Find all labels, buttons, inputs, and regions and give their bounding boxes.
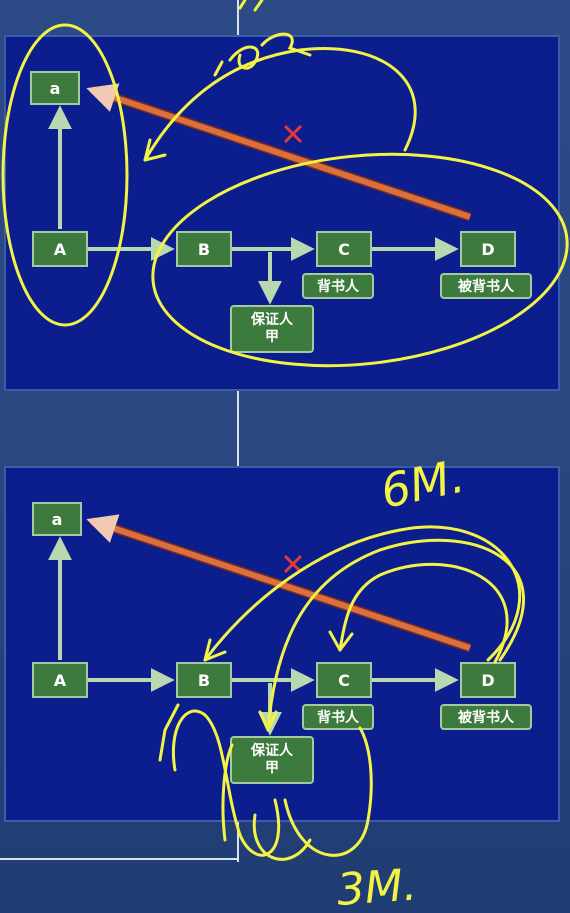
frame-line (237, 822, 239, 862)
node-a: a (30, 71, 80, 105)
node-D: D (460, 231, 516, 267)
node-B: B (176, 231, 232, 267)
endorser-label: 背书人 (302, 273, 374, 299)
node-C: C (316, 662, 372, 698)
diagram-panel-bottom: a A B C D 背书人 被背书人 保证人 甲 (4, 466, 560, 822)
three-months-note: 3M. (335, 860, 418, 913)
frame-line (237, 0, 239, 35)
guarantor-line1: 保证人 (251, 312, 293, 328)
guarantor-line2: 甲 (265, 760, 279, 776)
guarantor-line2: 甲 (265, 329, 279, 345)
diagram-panel-top: a A B C D 背书人 被背书人 保证人 甲 (4, 35, 560, 391)
node-D: D (460, 662, 516, 698)
node-B: B (176, 662, 232, 698)
frame-line (0, 858, 239, 860)
node-A: A (32, 662, 88, 698)
endorsee-label: 被背书人 (440, 704, 532, 730)
endorser-label: 背书人 (302, 704, 374, 730)
guarantor-line1: 保证人 (251, 743, 293, 759)
guarantor-label: 保证人 甲 (230, 305, 314, 353)
endorsee-label: 被背书人 (440, 273, 532, 299)
node-a: a (32, 502, 82, 536)
guarantor-label: 保证人 甲 (230, 736, 314, 784)
node-A: A (32, 231, 88, 267)
frame-line (237, 391, 239, 466)
node-C: C (316, 231, 372, 267)
